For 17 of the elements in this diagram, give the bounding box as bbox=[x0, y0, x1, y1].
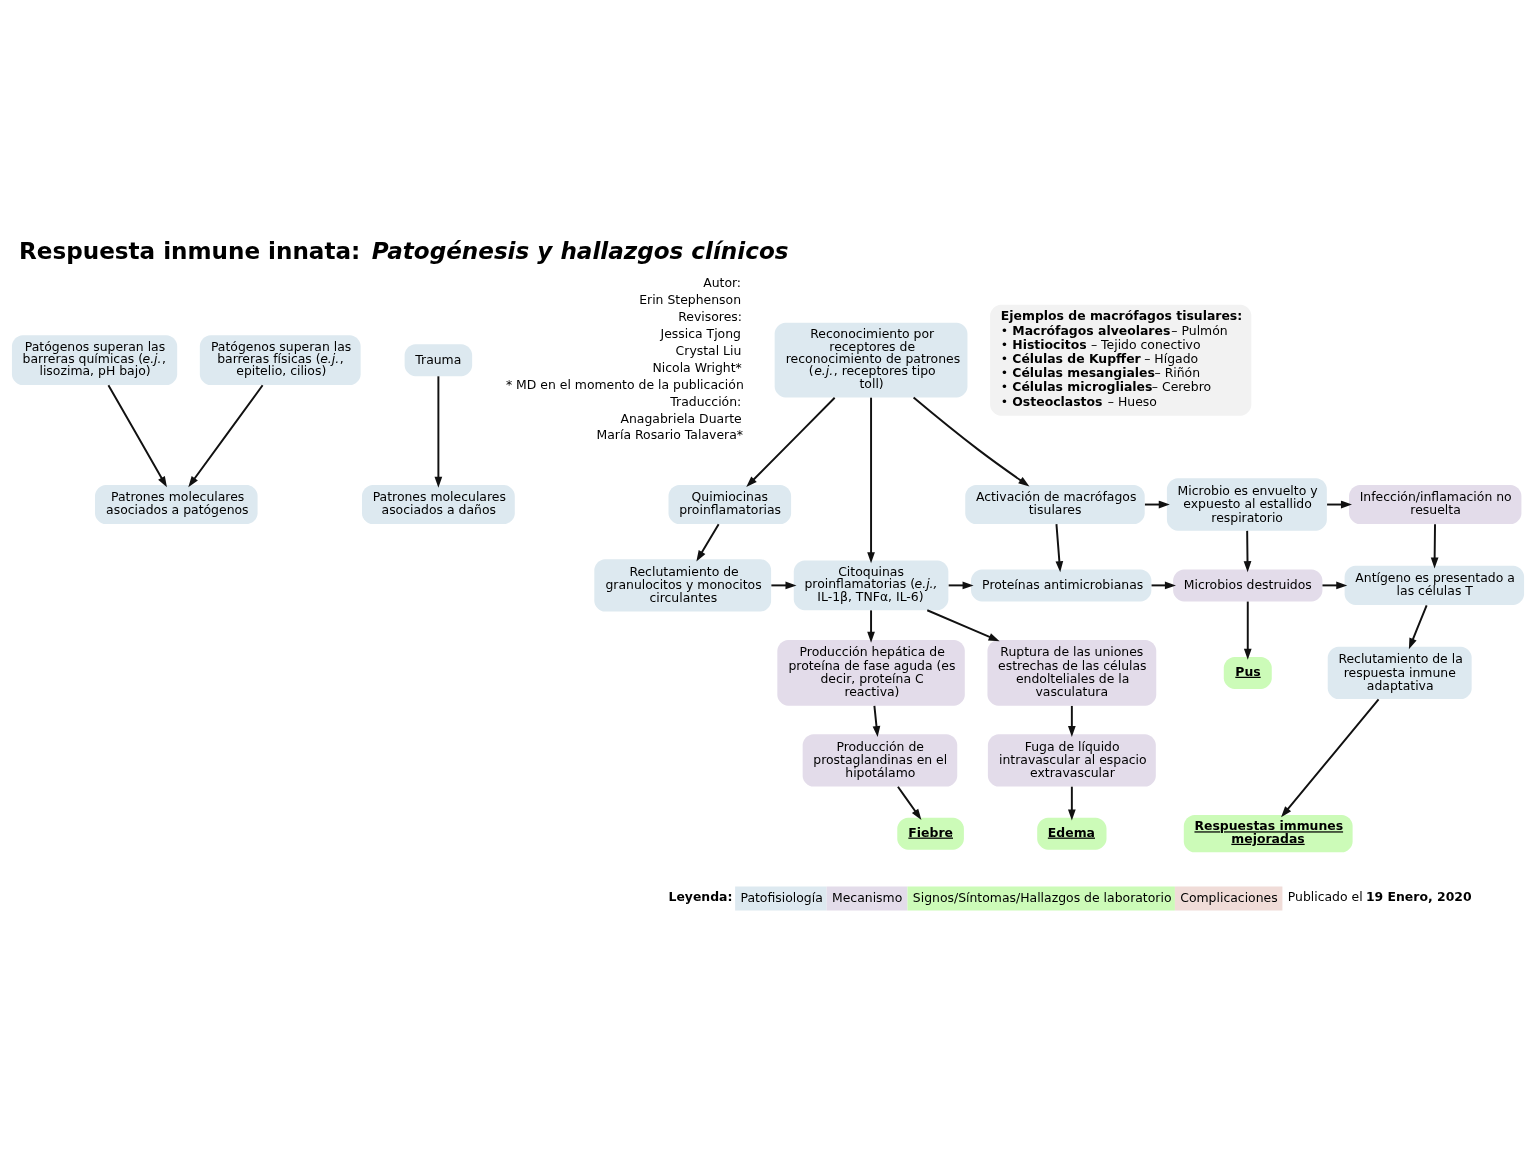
label: * MD en el momento de la publicación bbox=[505, 376, 744, 392]
label: Traducción: bbox=[670, 393, 742, 409]
label: Autor: bbox=[703, 274, 742, 290]
label: Publicado el 19 Enero, 2020 bbox=[1287, 888, 1472, 904]
label: Leyenda: bbox=[668, 888, 733, 904]
label: Jessica Tjong bbox=[660, 325, 741, 341]
legend-label: Signos/Síntomas/Hallazgos de laboratorio bbox=[912, 889, 1172, 905]
label: Anagabriela Duarte bbox=[620, 410, 742, 426]
diagram-title: Respuesta inmune innata: Patogénesis y hallazgos clínicos bbox=[19, 237, 789, 264]
label: Erin Stephenson bbox=[639, 291, 742, 307]
label: Revisores: bbox=[678, 308, 742, 324]
label: Crystal Liu bbox=[675, 342, 742, 358]
legend-label: Complicaciones bbox=[1180, 889, 1278, 905]
label: María Rosario Talavera* bbox=[596, 426, 743, 442]
label: Nicola Wright* bbox=[652, 359, 742, 375]
legend-label: Mecanismo bbox=[831, 889, 903, 905]
legend-label: Patofisiología bbox=[740, 889, 823, 905]
